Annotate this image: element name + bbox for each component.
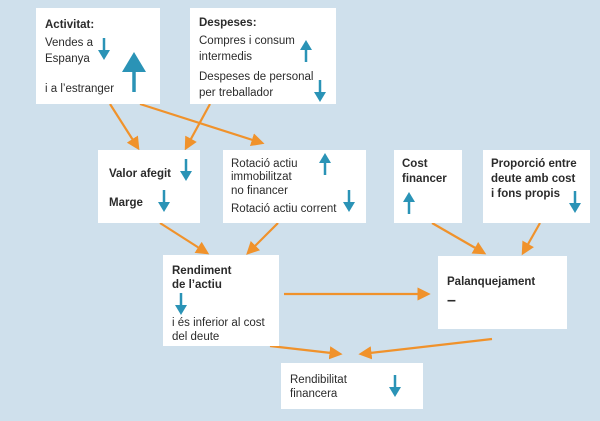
rendiment-line-1: Rendiment bbox=[172, 265, 232, 277]
down-arrow-icon bbox=[343, 190, 355, 212]
despeses-title: Despeses: bbox=[199, 17, 257, 29]
up-arrow-icon bbox=[300, 40, 312, 62]
connector-despeses-to-valor bbox=[184, 103, 211, 151]
down-arrow-icon bbox=[158, 190, 170, 212]
connector-activitat-to-valor bbox=[109, 103, 140, 151]
rendiment-actiu-box: Rendiment de l’actiu i és inferior al co… bbox=[163, 255, 279, 346]
connector-cost-to-palanquejament bbox=[431, 222, 487, 255]
activitat-title: Activitat: bbox=[45, 19, 95, 31]
activitat-box: Activitat: Vendes a Espanya i a l’estran… bbox=[36, 8, 160, 104]
rotacio-line-2: immobilitzat bbox=[231, 171, 292, 183]
down-arrow-icon bbox=[98, 38, 110, 60]
rendiment-line-3: i és inferior al cost bbox=[172, 317, 265, 329]
down-arrow-icon bbox=[175, 293, 187, 315]
connector-rendiment-to-rendibilitat bbox=[269, 344, 343, 360]
valor-afegit-box: Valor afegit Marge bbox=[98, 150, 200, 223]
activitat-line-3: i a l’estranger bbox=[45, 83, 115, 95]
rendibilitat-line-1: Rendibilitat bbox=[290, 374, 347, 386]
despeses-box: Despeses: Compres i consum intermedis De… bbox=[190, 8, 336, 104]
despeses-line-3: Despeses de personal bbox=[199, 71, 314, 83]
rotacio-actiu-box: Rotació actiu immobilitzat no financer R… bbox=[223, 150, 366, 223]
activitat-line-1: Vendes a bbox=[45, 37, 93, 49]
connector-proporcio-to-palanquejament bbox=[521, 222, 541, 256]
rendibilitat-financera-box: Rendibilitat financera bbox=[281, 363, 423, 409]
palanquejament-title: Palanquejament bbox=[447, 276, 536, 288]
rotacio-line-4: Rotació actiu corrent bbox=[231, 203, 337, 215]
connector-rotacio-to-rendiment bbox=[246, 222, 279, 255]
despeses-line-4: per treballador bbox=[199, 87, 274, 99]
rendiment-line-2: de l’actiu bbox=[172, 279, 222, 291]
rotacio-line-3: no financer bbox=[231, 185, 288, 197]
despeses-line-1: Compres i consum bbox=[199, 35, 295, 47]
cost-line-2: financer bbox=[402, 173, 447, 185]
marge-label: Marge bbox=[109, 197, 143, 209]
despeses-line-2: intermedis bbox=[199, 51, 253, 63]
down-arrow-icon bbox=[180, 159, 192, 181]
down-arrow-icon bbox=[314, 80, 326, 102]
up-arrow-icon bbox=[403, 192, 415, 214]
down-arrow-icon bbox=[569, 191, 581, 213]
connector-valor-to-rendiment bbox=[159, 222, 210, 255]
activitat-line-2: Espanya bbox=[45, 53, 90, 65]
connector-activitat-to-rotacio bbox=[139, 102, 265, 147]
down-arrow-icon bbox=[389, 375, 401, 397]
up-arrow-icon bbox=[319, 153, 331, 175]
rotacio-line-1: Rotació actiu bbox=[231, 158, 298, 170]
palanquejament-box: Palanquejament – bbox=[438, 256, 567, 329]
connector-palanquejament-to-rendibilitat bbox=[358, 337, 493, 360]
rendibilitat-line-2: financera bbox=[290, 388, 338, 400]
proporcio-line-1: Proporció entre bbox=[491, 158, 577, 170]
proporcio-box: Proporció entre deute amb cost i fons pr… bbox=[483, 150, 590, 223]
palanquejament-value: – bbox=[447, 292, 456, 309]
rendiment-line-4: del deute bbox=[172, 331, 220, 343]
up-arrow-large-icon bbox=[122, 52, 146, 92]
cost-line-1: Cost bbox=[402, 158, 428, 170]
valor-afegit-label: Valor afegit bbox=[109, 168, 171, 180]
proporcio-line-2: deute amb cost bbox=[491, 173, 576, 185]
cost-financer-box: Cost financer bbox=[394, 150, 462, 223]
proporcio-line-3: i fons propis bbox=[491, 188, 560, 200]
